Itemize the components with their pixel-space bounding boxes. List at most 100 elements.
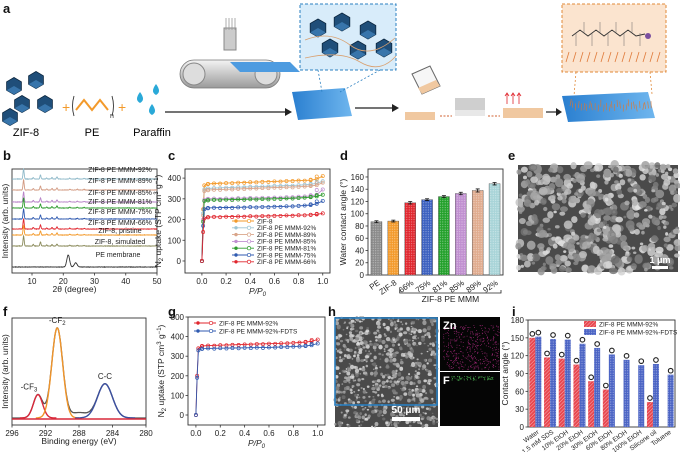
zn-signal — [453, 360, 454, 362]
sem-grain — [389, 380, 393, 384]
legend-label: ZIF-8 PE MMM-66% — [257, 259, 316, 266]
f-signal — [484, 379, 486, 381]
sem-grain — [603, 230, 609, 236]
sem-grain — [368, 350, 371, 353]
desorption-point — [302, 178, 307, 183]
axis-label-part: N — [156, 411, 166, 417]
zn-signal — [475, 365, 477, 367]
x-tick-label: 0.4 — [239, 429, 251, 438]
droplet-marker-icon — [588, 374, 595, 381]
sem-grain — [399, 366, 404, 371]
sem-grain — [410, 362, 416, 368]
f-signal — [453, 376, 455, 378]
sem-grain — [384, 344, 389, 349]
zn-signal — [496, 356, 498, 357]
zn-signal — [474, 368, 476, 369]
sem-grain — [401, 388, 405, 392]
sem-grain — [378, 344, 383, 350]
zn-signal — [444, 329, 446, 330]
sem-grain — [397, 378, 402, 382]
sem-grain — [382, 385, 385, 389]
sem-grain — [531, 261, 536, 265]
sem-grain — [361, 320, 364, 323]
zn-signal — [475, 346, 476, 347]
zn-signal — [478, 359, 479, 361]
sem-grain — [516, 205, 525, 213]
data-point — [260, 197, 265, 201]
sem-grain — [525, 179, 531, 185]
sem-grain — [520, 264, 524, 268]
zn-signal — [483, 331, 485, 333]
axis-label-part: P/P — [249, 286, 263, 296]
x-tick-label: 20 — [59, 277, 68, 286]
sem-grain — [417, 329, 420, 332]
sem-grain — [598, 262, 605, 267]
droplet-marker-icon — [529, 330, 536, 337]
sem-grain — [390, 406, 394, 409]
eds-map-f — [440, 372, 500, 426]
fdts-chain — [625, 103, 628, 111]
zn-signal — [484, 363, 486, 365]
y-tick-label: 0 — [360, 271, 365, 280]
fdts-chain — [635, 51, 640, 63]
sem-grain — [614, 180, 619, 184]
sem-grain — [373, 374, 377, 377]
desorption-point — [308, 177, 313, 182]
y-tick-label: 100 — [171, 391, 185, 400]
zn-signal — [486, 337, 488, 339]
sem-grain — [428, 407, 432, 411]
sem-grain — [418, 401, 422, 405]
zn-signal — [453, 327, 455, 329]
data-point — [272, 213, 277, 218]
sem-grain — [554, 225, 560, 229]
sem-grain — [335, 366, 340, 370]
zn-signal — [478, 367, 480, 369]
sem-grain — [349, 327, 353, 331]
f-signal — [490, 379, 492, 380]
data-point — [201, 230, 206, 234]
sem-grain — [425, 407, 429, 410]
f-signal — [458, 379, 460, 381]
sem-grain — [357, 378, 361, 382]
sem-grain — [417, 318, 420, 321]
zn-signal — [485, 364, 487, 366]
xrd-trace — [11, 168, 158, 181]
sem-grain — [528, 163, 538, 172]
sem-grain — [358, 320, 362, 323]
zn-signal — [493, 326, 495, 328]
zn-signal — [469, 343, 470, 345]
sem-grain — [374, 335, 378, 339]
sem-grain — [620, 240, 628, 250]
sem-grain — [358, 425, 361, 427]
sem-grain — [361, 336, 365, 340]
zn-signal — [452, 355, 454, 357]
droplet-marker-icon — [550, 332, 556, 338]
desorption-point — [266, 214, 271, 219]
zn-signal — [475, 362, 477, 364]
sem-grain — [347, 368, 352, 372]
trace-label: ZIF-8, pristine — [98, 228, 141, 235]
zn-signal — [497, 348, 499, 350]
sem-grain — [377, 400, 382, 404]
desorption-point — [266, 179, 271, 184]
f-signal — [458, 376, 460, 377]
sem-grain — [565, 267, 572, 273]
zn-signal — [457, 331, 459, 333]
zn-signal — [449, 367, 451, 369]
f-signal — [469, 377, 471, 379]
droplet-marker-icon — [579, 336, 586, 343]
sem-grain — [346, 387, 350, 391]
axis-label-part: g — [156, 334, 166, 341]
zn-signal — [460, 351, 462, 353]
zn-signal — [464, 357, 466, 359]
sem-grain — [624, 253, 630, 257]
xrd-trace — [11, 191, 158, 203]
desorption-point — [302, 203, 307, 208]
sem-grain — [357, 389, 360, 392]
desorption-point — [278, 179, 283, 184]
sem-grain — [376, 379, 381, 383]
zn-signal — [454, 349, 456, 351]
zn-signal — [462, 352, 464, 354]
f-signal — [459, 376, 461, 378]
sem-grain — [356, 383, 361, 387]
